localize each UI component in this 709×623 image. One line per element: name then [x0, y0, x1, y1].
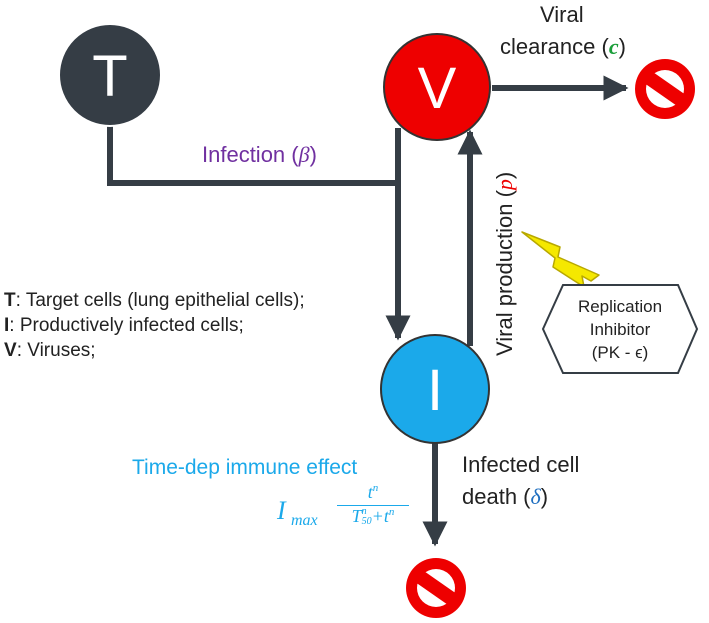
- legend-item-t: T: Target cells (lung epithelial cells);: [4, 290, 305, 311]
- death-label-line2: death (δ): [462, 484, 549, 509]
- node-v-label: V: [418, 56, 457, 121]
- clearance-label-line2: clearance (c): [500, 34, 626, 59]
- node-infected-cells: I: [380, 334, 490, 444]
- inhibitor-line2: Inhibitor: [589, 320, 651, 339]
- inhibitor-line1: Replication: [577, 297, 663, 316]
- legend-item-v: V: Viruses;: [4, 340, 96, 361]
- inhibitor-line3: (PK - ϵ): [591, 343, 649, 362]
- death-no-icon: [406, 558, 466, 618]
- lightning-icon: [521, 231, 600, 288]
- death-label-line1: Infected cell: [462, 452, 580, 477]
- legend-item-i: I: Productively infected cells;: [4, 315, 244, 336]
- viral-production-label: Viral production (p): [492, 171, 517, 356]
- node-t-label: T: [92, 44, 127, 109]
- node-i-label: I: [427, 358, 443, 423]
- replication-inhibitor-shape: [541, 284, 699, 374]
- node-target-cells: T: [58, 23, 162, 127]
- clearance-label-line1: Viral: [540, 2, 584, 27]
- node-viruses: V: [383, 33, 491, 141]
- infection-label: Infection (β): [202, 142, 317, 167]
- infection-connector: [107, 120, 398, 186]
- immune-effect-title: Time-dep immune effect: [132, 456, 358, 479]
- legend: T: Target cells (lung epithelial cells);…: [4, 288, 305, 363]
- clearance-no-icon: [635, 59, 695, 119]
